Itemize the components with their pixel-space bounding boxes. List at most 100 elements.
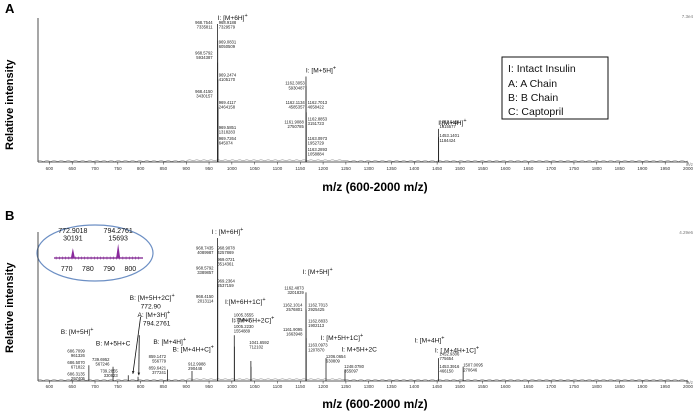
legend-item-b-chain: B: B Chain bbox=[508, 92, 558, 104]
panel-a-x-tick-label: 1550 bbox=[478, 166, 489, 171]
panel-a-x-tick-label: 1500 bbox=[455, 166, 466, 171]
panel-a-x-tick-label: 1800 bbox=[592, 166, 603, 171]
panel-b-x-tick-label: 800 bbox=[137, 384, 145, 389]
annotation-arrowhead bbox=[131, 370, 135, 374]
panel-a-x-tick-label: 1900 bbox=[637, 166, 648, 171]
legend-box bbox=[501, 56, 609, 120]
panel-b-ion-label: I : [M+6H]+ bbox=[211, 227, 243, 236]
panel-a-x-tick-label: 800 bbox=[137, 166, 145, 171]
panel-a-x-tick-label: 1950 bbox=[660, 166, 671, 171]
inset-tick-label: 800 bbox=[124, 266, 136, 273]
panel-b-ion-label: B: [M+5H+2C]+ bbox=[130, 293, 175, 302]
panel-b-x-tick-label: 900 bbox=[182, 384, 190, 389]
panel-b-x-tick-label: 1350 bbox=[387, 384, 398, 389]
panel-b-ion-label: I: [ M+4H+1C]+ bbox=[435, 346, 479, 355]
panel-b-intensity-label: 4.29e6 bbox=[679, 230, 693, 235]
panel-a-intensity-label: 7.3e4 bbox=[682, 14, 694, 19]
panel-a-x-tick-label: 1400 bbox=[409, 166, 420, 171]
panel-b-ion-label: 772.90 bbox=[141, 303, 162, 310]
panel-b-x-tick-label: 1900 bbox=[637, 384, 648, 389]
panel-a-x-tick-label: 1050 bbox=[250, 166, 261, 171]
panel-b-x-tick-label: 700 bbox=[91, 384, 99, 389]
legend-item-captopril: C: Captopril bbox=[508, 106, 563, 118]
panel-a-x-tick-label: 1000 bbox=[227, 166, 238, 171]
panel-b-ion-label: I: [M+5H]+ bbox=[303, 267, 333, 276]
panel-b-ion-label: A: [M+3H]+ bbox=[137, 310, 170, 319]
panel-b-x-tick-label: 650 bbox=[68, 384, 76, 389]
panel-a-ion-label: I: [M+5H]+ bbox=[306, 65, 336, 74]
panel-b-x-tick-label: 1600 bbox=[501, 384, 512, 389]
inset-tick-label: 770 bbox=[61, 266, 73, 273]
panel-b-x-tick-label: 950 bbox=[205, 384, 213, 389]
panel-a-x-tick-label: 950 bbox=[205, 166, 213, 171]
panel-a-x-tick-label: 1100 bbox=[273, 166, 283, 171]
panel-a-ylabel: Relative intensity bbox=[4, 59, 16, 150]
panel-b-x-tick-label: 1100 bbox=[273, 384, 283, 389]
panel-b-x-tick-label: 2000 bbox=[683, 384, 694, 389]
panel-b-x-tick-label: 1950 bbox=[660, 384, 671, 389]
panel-b-ion-label: B: [M+4H]+ bbox=[153, 337, 186, 346]
panel-a-x-tick-label: 1850 bbox=[615, 166, 626, 171]
panel-b-x-tick-label: 1450 bbox=[432, 384, 443, 389]
panel-a-baseline-trace bbox=[37, 159, 688, 162]
panel-b-x-tick-label: 600 bbox=[46, 384, 54, 389]
panel-b-ion-label: I:[M+6H+1C]+ bbox=[225, 297, 266, 306]
panel-a-x-tick-label: 850 bbox=[160, 166, 168, 171]
annotation-arrowhead bbox=[137, 372, 141, 376]
panel-b-ion-label: I: [M+6H+2C]+ bbox=[232, 316, 274, 325]
inset-peak bbox=[116, 243, 121, 258]
panel-b-unit-label: m/z bbox=[686, 380, 694, 385]
annotation-arrow bbox=[132, 316, 142, 374]
panel-a-letter: A bbox=[5, 1, 15, 16]
inset-tick-label: 780 bbox=[82, 266, 94, 273]
panel-a-x-tick-label: 1300 bbox=[364, 166, 375, 171]
panel-a-x-tick-label: 1700 bbox=[546, 166, 557, 171]
legend-item-intact-insulin: I: Intact Insulin bbox=[508, 63, 576, 75]
panel-b-ion-label: I: [M+5H+1C]+ bbox=[321, 333, 363, 342]
panel-b-ylabel: Relative intensity bbox=[4, 262, 16, 353]
panel-b-xlabel: m/z (600-2000 m/z) bbox=[322, 397, 427, 411]
panel-b-ion-label: B: [M+5H]+ bbox=[61, 327, 94, 336]
panel-a-x-tick-label: 1650 bbox=[523, 166, 534, 171]
legend: I: Intact Insulin A: A Chain B: B Chain … bbox=[501, 56, 609, 120]
panel-b-x-tick-label: 1750 bbox=[569, 384, 580, 389]
panel-a-x-tick-label: 650 bbox=[68, 166, 76, 171]
panel-a-x-tick-label: 750 bbox=[114, 166, 122, 171]
panel-b-ion-label: B: [M+4H+C]+ bbox=[173, 344, 214, 353]
panel-b-ion-label: I: M+5H+2C bbox=[341, 346, 377, 353]
panel-b-x-tick-label: 1700 bbox=[546, 384, 557, 389]
panel-a-x-tick-label: 1750 bbox=[569, 166, 580, 171]
